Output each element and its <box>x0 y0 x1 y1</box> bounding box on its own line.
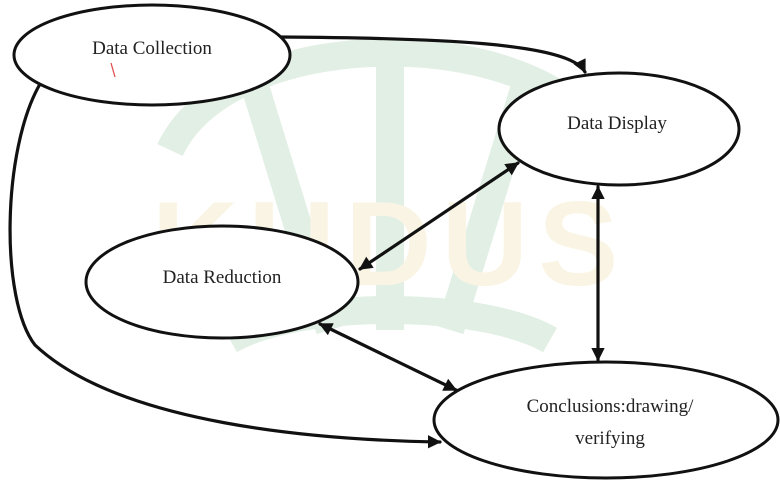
node-conclusions-label-line-1: Conclusions:drawing/ <box>527 396 694 417</box>
node-conclusions-label-line-2: verifying <box>575 428 645 449</box>
node-data-display-shape <box>497 71 741 187</box>
node-data-reduction-shape <box>84 224 360 340</box>
edge-collection-to-display <box>278 35 587 74</box>
red-pen-mark <box>110 62 116 78</box>
node-conclusions-shape <box>432 360 780 480</box>
node-conclusions: Conclusions:drawing/ verifying <box>432 360 780 480</box>
node-data-collection-label: Data Collection <box>92 38 212 59</box>
node-data-display-label: Data Display <box>567 113 667 134</box>
edge-reduction-conclusions <box>318 322 458 392</box>
node-data-display: Data Display <box>497 71 741 187</box>
node-data-reduction: Data Reduction <box>84 224 360 340</box>
node-data-reduction-label: Data Reduction <box>163 267 282 288</box>
node-data-collection: Data Collection <box>12 3 292 107</box>
node-data-collection-shape <box>12 3 292 107</box>
edge-display-reduction <box>358 161 520 271</box>
edge-collection-to-conclusions <box>8 82 442 449</box>
